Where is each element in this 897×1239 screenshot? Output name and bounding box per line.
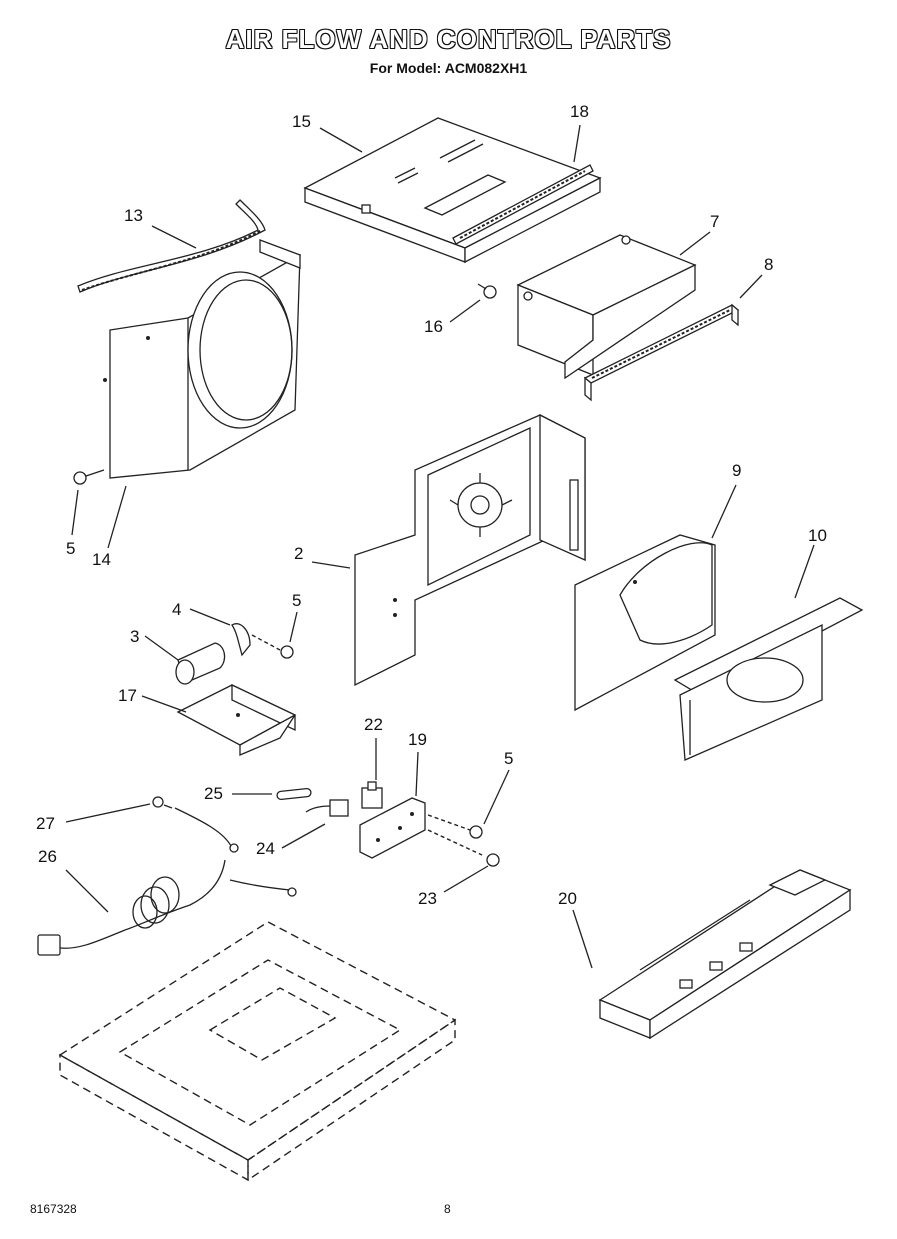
callout-9: 9 — [732, 461, 742, 480]
part-5b-screw — [280, 645, 294, 659]
part-18-seal — [452, 164, 594, 245]
part-5a-screw — [73, 469, 105, 485]
callout-5-upper-left: 5 — [66, 539, 76, 558]
part-2-partition — [354, 413, 586, 687]
part-5c-screw — [469, 825, 483, 839]
callout-5-capacitor-screw: 5 — [292, 591, 302, 610]
callout-19: 19 — [408, 730, 427, 749]
callout-13: 13 — [124, 206, 143, 225]
part-15-top-panel — [303, 117, 602, 264]
callout-4: 4 — [172, 600, 182, 619]
part-27-screw — [152, 796, 173, 809]
callout-3: 3 — [130, 627, 140, 646]
callout-5-control-screw: 5 — [504, 749, 514, 768]
part-25-sleeve — [276, 787, 312, 801]
callout-15: 15 — [292, 112, 311, 131]
part-3-capacitor — [175, 642, 226, 685]
part-10-orifice — [673, 597, 864, 761]
page-title: AIR FLOW AND CONTROL PARTS — [225, 24, 672, 54]
part-9-scroll — [574, 534, 716, 712]
callout-26: 26 — [38, 847, 57, 866]
part-13-gasket — [77, 199, 266, 293]
callout-27: 27 — [36, 814, 55, 833]
part-14-shroud — [103, 239, 301, 479]
callout-7: 7 — [710, 212, 720, 231]
callout-18: 18 — [570, 102, 589, 121]
callout-2: 2 — [294, 544, 304, 563]
callout-24: 24 — [256, 839, 275, 858]
callout-20: 20 — [558, 889, 577, 908]
callout-16: 16 — [424, 317, 443, 336]
callout-25: 25 — [204, 784, 223, 803]
part-8-seal — [583, 303, 740, 402]
part-7-cover — [516, 234, 697, 380]
base-pan-outline — [58, 921, 457, 1182]
part-26-power-cord — [37, 807, 297, 956]
part-4-clamp — [231, 623, 281, 657]
callout-22: 22 — [364, 715, 383, 734]
part-24-thermostat — [305, 799, 349, 817]
callout-8: 8 — [764, 255, 774, 274]
page-number: 8 — [444, 1202, 451, 1216]
doc-number: 8167328 — [30, 1202, 77, 1216]
callout-10: 10 — [808, 526, 827, 545]
part-22-switch — [361, 781, 383, 809]
callout-23: 23 — [418, 889, 437, 908]
callout-14: 14 — [92, 550, 111, 569]
callout-17: 17 — [118, 686, 137, 705]
part-16-screw — [477, 283, 497, 299]
part-19-bracket — [359, 797, 483, 859]
part-23-screw — [486, 853, 500, 867]
leader-lines — [65, 124, 815, 969]
part-17-bracket — [176, 683, 297, 756]
model-subtitle: For Model: ACM082XH1 — [369, 60, 528, 76]
part-20-drain-pan — [598, 869, 852, 1040]
